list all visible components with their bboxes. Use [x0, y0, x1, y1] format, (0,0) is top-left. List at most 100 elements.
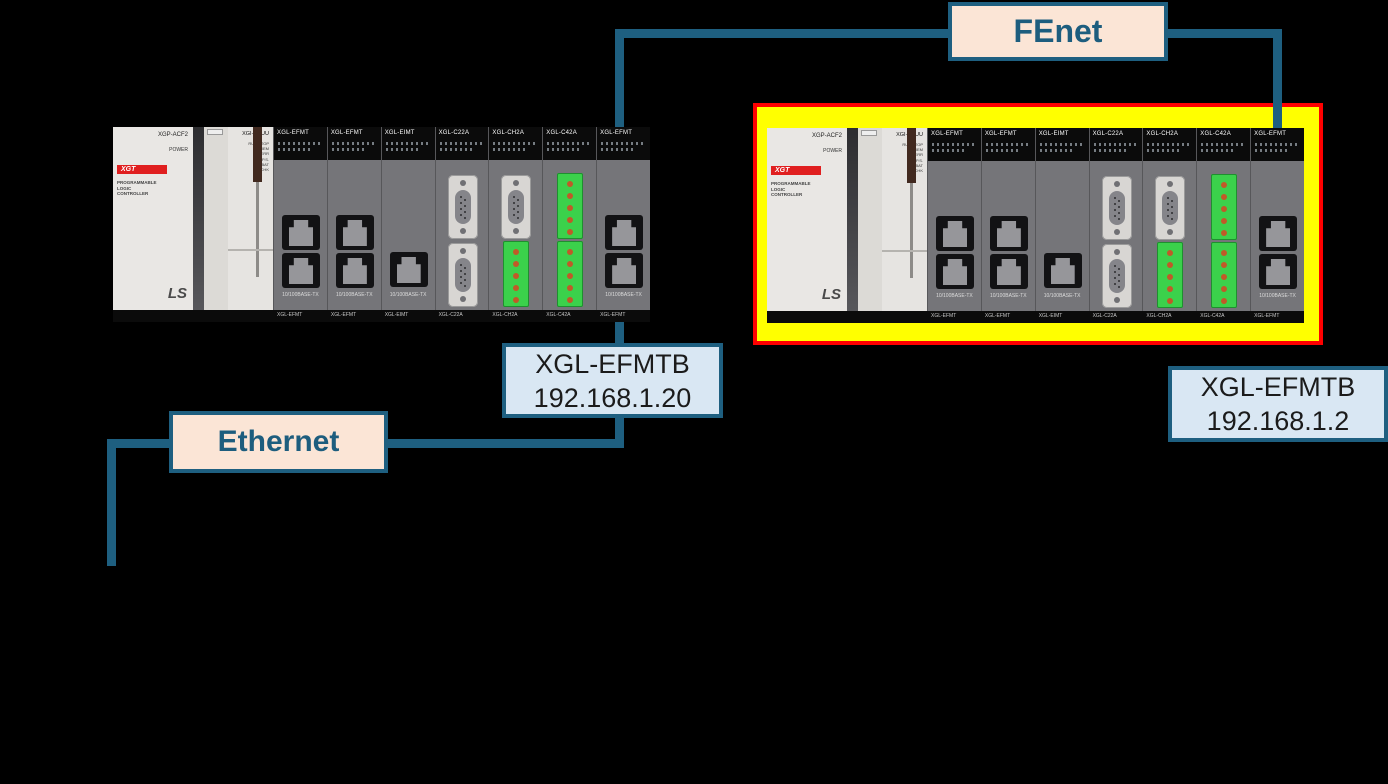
module-xgl-c22a: XGL-C22A XGL-C22A	[434, 127, 489, 318]
rj45-port	[605, 215, 644, 250]
module-header: XGL-EIMT	[381, 127, 435, 160]
dsub9-connector	[1101, 176, 1132, 240]
right-device-ip: 192.168.1.2	[1206, 406, 1350, 436]
module-header: XGL-EFMT	[327, 127, 381, 160]
module-footer-label: XGL-C42A	[1200, 313, 1225, 319]
module-header: XGL-C22A	[1089, 128, 1143, 161]
module-header: XGL-C42A	[1197, 128, 1251, 161]
blank-module	[858, 128, 882, 311]
module-name-label: XGL-CH2A	[1146, 131, 1179, 137]
rj45-jack-icon	[996, 221, 1021, 247]
rj45-jack-icon	[396, 257, 421, 283]
module-name-label: XGL-EIMT	[384, 130, 415, 136]
module-name-label: XGL-EFMT	[277, 130, 309, 136]
module-xgl-efmt: XGL-EFMT 10/100BASE-TX XGL-EFMT	[273, 127, 327, 318]
module-footer-label: XGL-CH2A	[492, 312, 518, 318]
module-xgl-c42a: XGL-C42A XGL-C42A	[542, 127, 597, 318]
rack-rail	[193, 127, 204, 310]
fenet-line-horizontal-right	[1166, 29, 1282, 38]
module-header: XGL-EFMT	[928, 128, 981, 161]
module-name-label: XGL-C42A	[546, 130, 577, 136]
module-footer-label: XGL-CH2A	[1146, 313, 1172, 319]
rj45-port	[936, 254, 974, 289]
module-xgl-c42a: XGL-C42A XGL-C42A	[1196, 128, 1251, 319]
left-device-label: XGL-EFMTB 192.168.1.20	[502, 343, 723, 418]
rack-rail	[847, 128, 858, 311]
module-header: XGL-EFMT	[981, 128, 1035, 161]
module-xgl-ch2a: XGL-CH2A XGL-CH2A	[1142, 128, 1197, 319]
blank-module	[204, 127, 228, 310]
right-device-model: XGL-EFMTB	[1200, 372, 1356, 402]
terminal-block	[503, 241, 530, 307]
rj45-jack-icon	[943, 221, 967, 247]
module-footer-label: XGL-EFMT	[330, 312, 357, 318]
module-name-label: XGL-EFMT	[984, 131, 1017, 137]
module-footer-label: XGL-EFMT	[1254, 313, 1280, 319]
rj45-port	[605, 253, 644, 288]
module-xgl-efmt: XGL-EFMT 10/100BASE-TX XGL-EFMT	[596, 127, 650, 318]
rj45-port	[335, 215, 374, 250]
ls-logo: LS	[167, 285, 187, 302]
module-name-label: XGL-CH2A	[492, 130, 525, 136]
module-name-label: XGL-C22A	[1092, 131, 1124, 137]
module-footer-label: XGL-EFMT	[984, 313, 1011, 319]
fenet-line-horizontal-left	[615, 29, 948, 38]
rj45-jack-icon	[289, 258, 313, 284]
rj45-jack-icon	[342, 220, 367, 246]
rj45-port	[989, 254, 1028, 289]
module-xgl-efmt: XGL-EFMT 10/100BASE-TX XGL-EFMT	[1250, 128, 1304, 319]
module-xgl-efmt: XGL-EFMT 10/100BASE-TX XGL-EFMT	[326, 127, 381, 318]
fenet-label: FEnet	[948, 2, 1168, 61]
module-footer-label: XGL-C22A	[438, 312, 463, 318]
fenet-line-drop-left	[615, 29, 624, 129]
module-name-label: XGL-EFMT	[931, 131, 963, 137]
module-caption: 10/100BASE-TX	[936, 293, 973, 299]
terminal-block	[557, 173, 584, 239]
module-footer-label: XGL-EFMT	[931, 313, 957, 319]
module-header: XGL-EFMT	[1251, 128, 1304, 161]
rj45-port	[1043, 253, 1082, 288]
terminal-block	[1157, 242, 1184, 308]
module-header: XGL-CH2A	[1143, 128, 1197, 161]
terminal-block	[557, 241, 584, 307]
fenet-line-drop-right	[1273, 29, 1282, 130]
terminal-block	[1211, 242, 1238, 308]
module-name-label: XGL-C42A	[1200, 131, 1231, 137]
module-xgl-eimt: XGL-EIMT 10/100BASE-TX XGL-EIMT	[1034, 128, 1089, 319]
module-header: XGL-C42A	[543, 127, 597, 160]
rj45-port	[282, 215, 320, 250]
power-model-label: XGP-ACF2	[157, 132, 188, 138]
dsub9-connector	[447, 243, 478, 307]
rj45-jack-icon	[342, 258, 367, 284]
cpu-connector-strip	[907, 128, 916, 278]
power-label: POWER	[169, 147, 188, 153]
ethernet-label-text: Ethernet	[217, 425, 340, 458]
module-xgl-efmt: XGL-EFMT 10/100BASE-TX XGL-EFMT	[980, 128, 1035, 319]
module-footer-label: XGL-EIMT	[1038, 313, 1063, 319]
rj45-jack-icon	[943, 259, 967, 285]
ethernet-label: Ethernet	[169, 411, 388, 473]
module-name-label: XGL-EFMT	[1254, 131, 1287, 137]
module-name-label: XGL-EFMT	[600, 130, 633, 136]
module-caption: 10/100BASE-TX	[335, 292, 373, 298]
left-device-ip: 192.168.1.20	[533, 382, 692, 413]
dsub9-connector	[1155, 176, 1186, 240]
module-header: XGL-EFMT	[597, 127, 650, 160]
module-name-label: XGL-EFMT	[330, 130, 363, 136]
power-model-label: XGP-ACF2	[811, 133, 842, 139]
ethernet-line-drop-left	[107, 439, 116, 566]
module-header: XGL-EFMT	[274, 127, 327, 160]
dsub9-connector	[447, 175, 478, 239]
module-caption: 10/100BASE-TX	[1259, 293, 1296, 299]
dsub9-connector	[501, 175, 532, 239]
module-xgl-c22a: XGL-C22A XGL-C22A	[1088, 128, 1143, 319]
module-caption: 10/100BASE-TX	[389, 292, 427, 298]
